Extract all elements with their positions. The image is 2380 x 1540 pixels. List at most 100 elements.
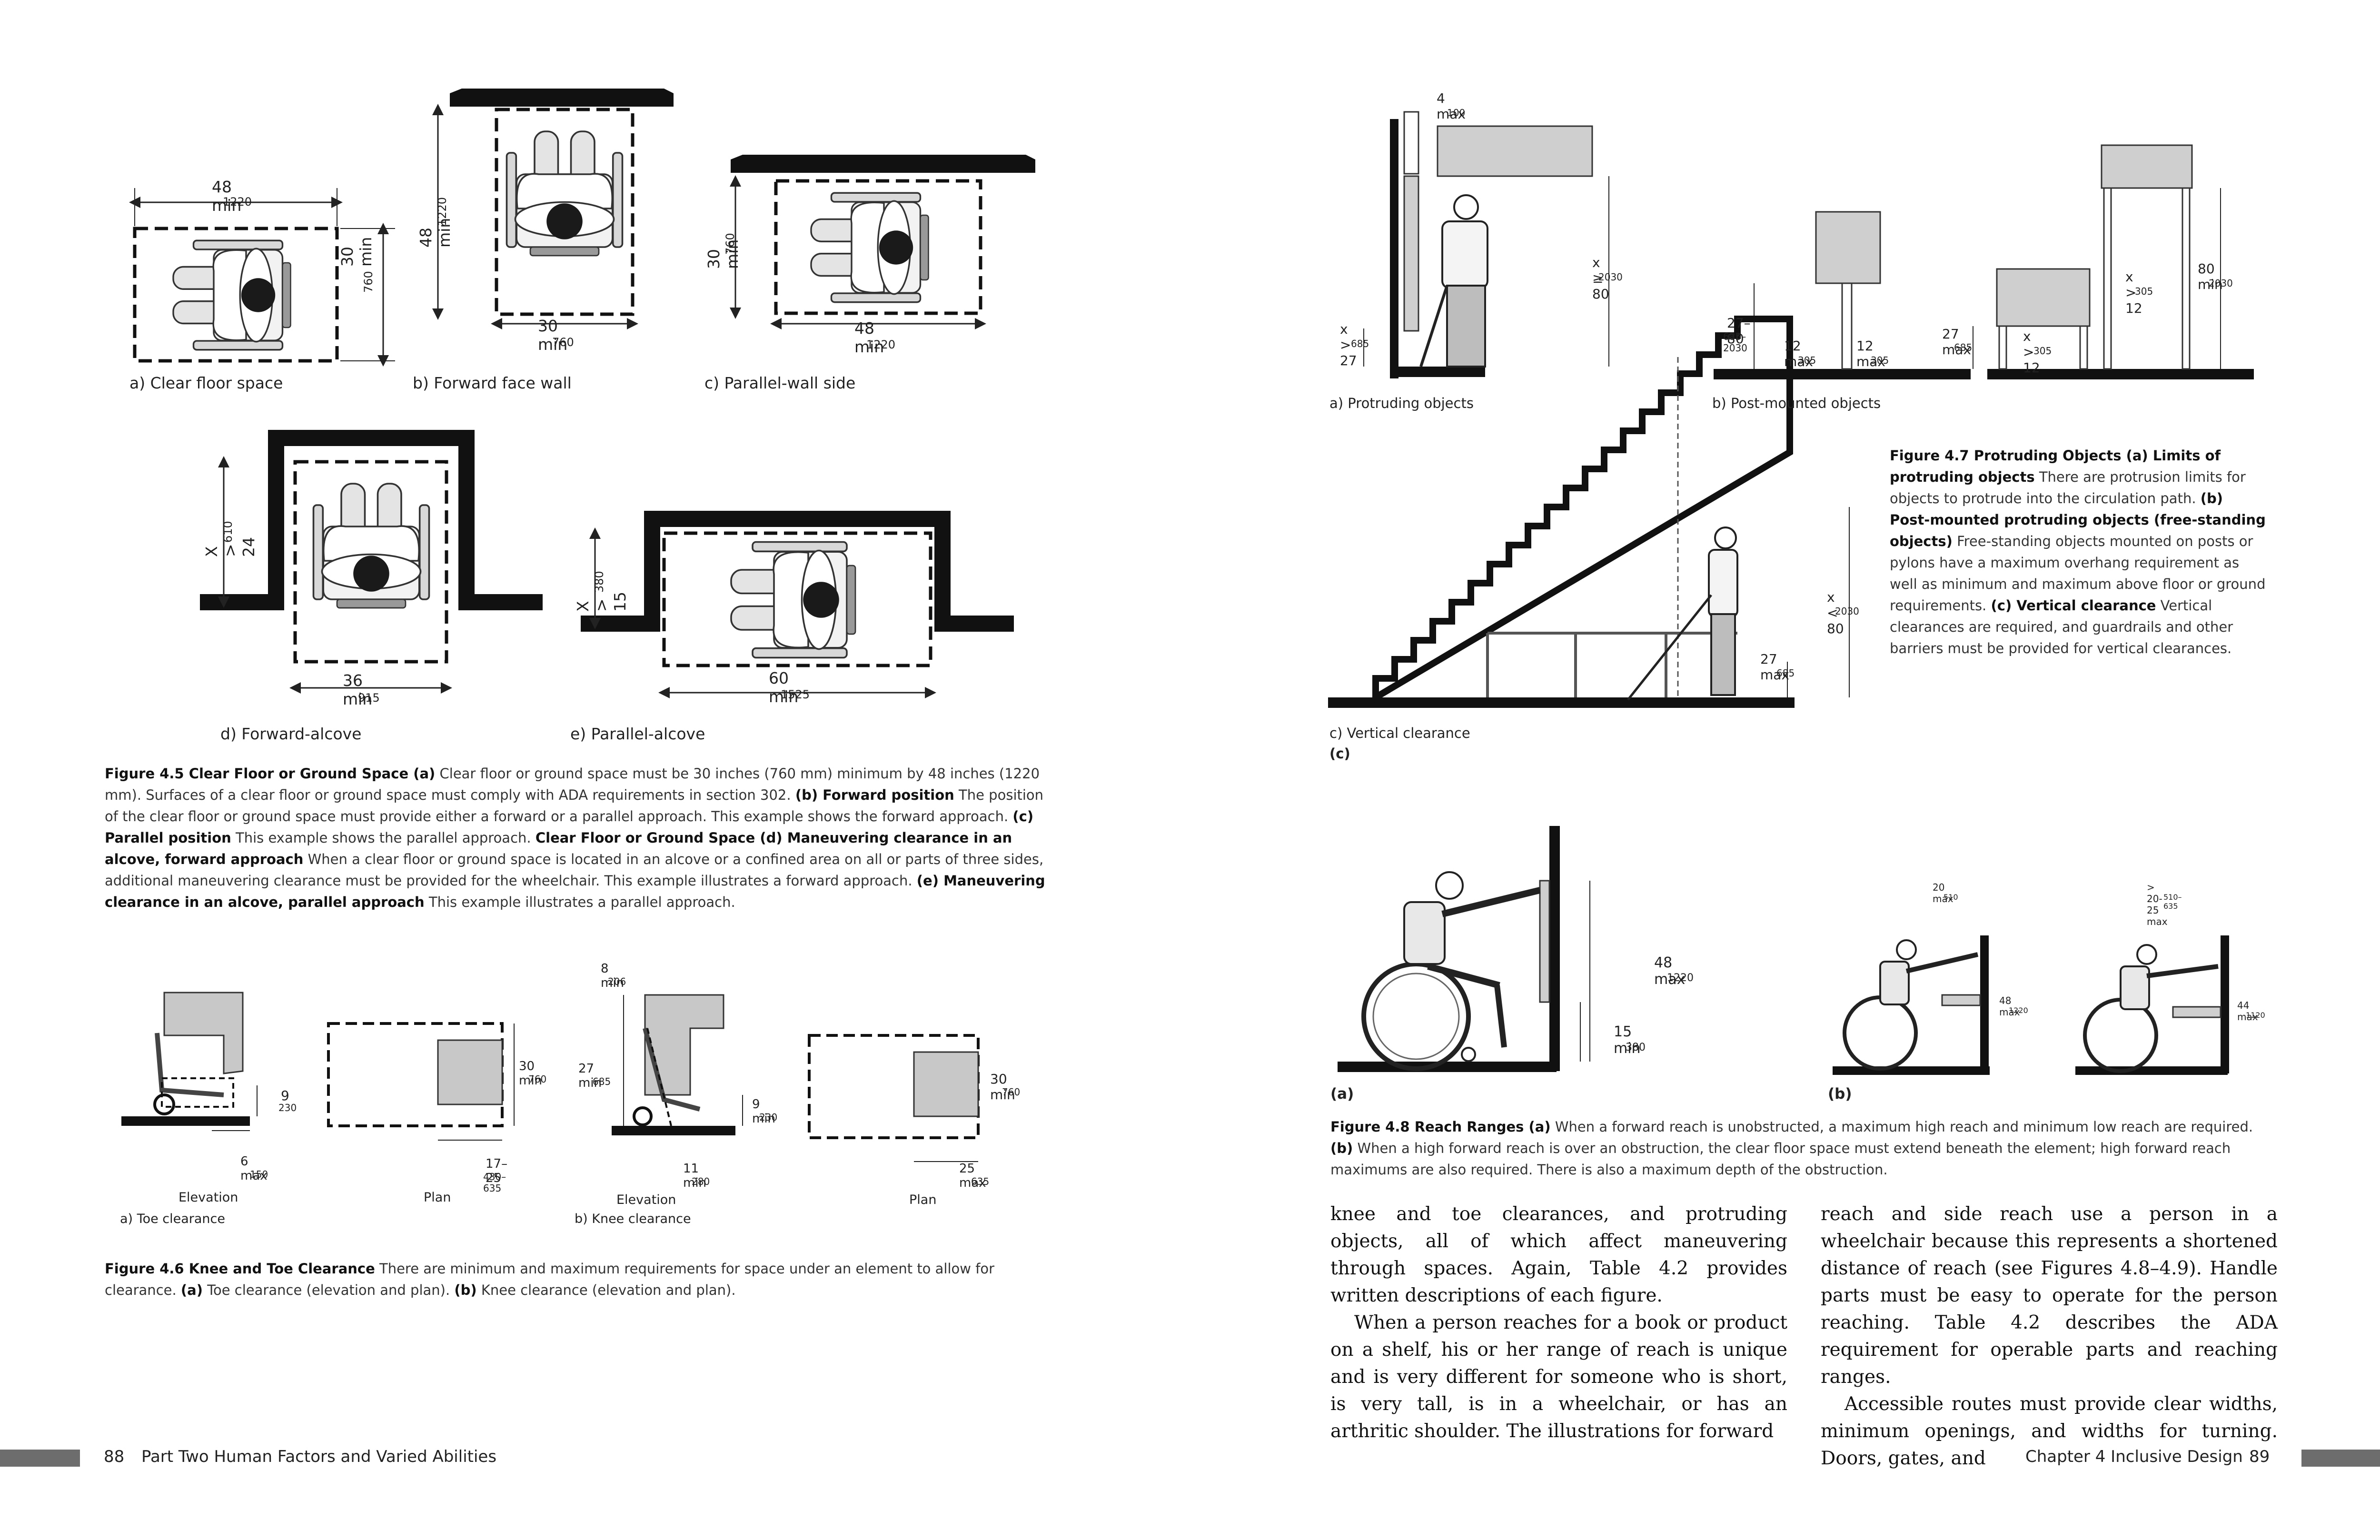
fig45-caption-c: (c) Parallel position [105, 808, 1034, 846]
fig47-sub-a: a) Protruding objects [1329, 395, 1474, 411]
left-page-figures [121, 89, 1035, 1162]
fig47-caption-b: (b) Post-mounted protruding objects (fre… [1890, 490, 2266, 549]
fig45e-diagram [581, 511, 1014, 698]
body-col2-para-2: Accessible routes must provide clear wid… [1821, 1393, 2278, 1469]
dim-a-h: 30 min [338, 237, 375, 267]
fig48-caption-title: Figure 4.8 Reach Ranges (a) [1330, 1119, 1551, 1135]
fig46-plan-a: Plan [424, 1190, 451, 1205]
left-running-head: Part Two Human Factors and Varied Abilit… [141, 1447, 497, 1466]
dim-toe-9: 9 [281, 1088, 289, 1103]
dim-toe-6: 6 max [240, 1154, 268, 1183]
fig45-sub-c: c) Parallel-wall side [704, 374, 856, 392]
dim-vc80-mm: 2030 [1835, 606, 1859, 617]
left-page-number: 88 [104, 1447, 125, 1466]
fig47-sub-c-label: (c) [1329, 745, 1350, 762]
fig45-sub-b: b) Forward face wall [413, 374, 572, 392]
dim-k11-mm: 280 [692, 1176, 710, 1187]
fig45-caption-text-2: The position of the clear floor or groun… [105, 787, 1044, 825]
body-col2-para-1: reach and side reach use a person in a w… [1821, 1203, 2278, 1388]
fig45-sub-d: d) Forward-alcove [220, 725, 362, 743]
fig45b-diagram [432, 89, 674, 329]
fig47-caption: Figure 4.7 Protruding Objects (a) Limits… [1890, 445, 2266, 659]
fig46b-plan [808, 1034, 980, 1162]
dim-k8: 8 min [601, 962, 625, 990]
dim-k25: 25 max [959, 1162, 986, 1190]
right-page-number: 89 [2249, 1447, 2270, 1466]
dim-d-w-mm: 915 [358, 691, 380, 705]
dim-k9: 9 min [752, 1097, 776, 1126]
dim-k27-mm: 685 [593, 1076, 611, 1087]
dim-b-h-mm: 1220 [436, 197, 449, 226]
dim-pm27: 27–80 [1727, 315, 1751, 347]
dim-k27: 27 min [578, 1062, 602, 1090]
fig46-plan-b: Plan [909, 1192, 937, 1207]
fig46-caption-title: Figure 4.6 Knee and Toe Clearance [105, 1261, 375, 1277]
dim-e-w: 60 min [769, 669, 799, 706]
dim-e-h: X > 15 [574, 592, 629, 612]
dim-r17: 17–25 [486, 1157, 508, 1185]
left-folio-bar [0, 1450, 80, 1467]
dim-x27-mm: 685 [1351, 338, 1369, 349]
dim-k8-mm: 206 [608, 976, 626, 987]
dim-e-w-mm: 1525 [781, 688, 810, 701]
dim-k25-mm: 635 [971, 1176, 990, 1187]
right-folio-bar [2301, 1450, 2380, 1467]
fig45d-diagram [200, 430, 543, 694]
fig45-caption-title: Figure 4.5 Clear Floor or Ground Space (… [105, 765, 436, 782]
fig48b-diagram [1833, 935, 2229, 1075]
fig46-sub-b: b) Knee clearance [575, 1212, 691, 1226]
dim-pm27-mm: 685–2030 [1723, 331, 1747, 354]
dim-pm12b: 12 max [1856, 338, 1886, 369]
dim-h48: 48 max [1654, 954, 1686, 988]
dim-d-w: 36 min [343, 671, 373, 708]
dim-pm80-mm: 2030 [2209, 278, 2233, 289]
dim-vc27-mm: 685 [1776, 667, 1795, 679]
dim-c-w-mm: 1220 [866, 338, 896, 351]
fig47-caption-c: (c) Vertical clearance [1991, 597, 2156, 614]
fig47c-diagram [1328, 316, 1850, 708]
fig45-caption-b: (b) Forward position [795, 787, 954, 803]
dim-toe-6-mm: 150 [250, 1169, 268, 1180]
dim-vc27: 27 max [1760, 651, 1790, 683]
dim-a-w: 48 min [212, 178, 242, 215]
dim-b-w-mm: 760 [552, 336, 574, 349]
dim-c-h-mm: 760 [724, 233, 737, 255]
fig47-caption-text-2: Free-standing objects mounted on posts o… [1890, 533, 2266, 614]
dim-b48-mm: 1220 [2009, 1006, 2028, 1015]
body-column-2: reach and side reach use a person in a w… [1821, 1201, 2278, 1472]
fig48-caption: Figure 4.8 Reach Ranges (a) When a forwa… [1330, 1116, 2275, 1181]
dim-b20: 20 max [1933, 882, 1954, 904]
dim-p4: 4 max [1437, 90, 1466, 122]
dim-b-w: 30 min [538, 317, 568, 354]
dim-pmx12a: x > 12 [2023, 328, 2040, 376]
dim-x27: x > 27 [1340, 321, 1357, 368]
fig45-caption-text-4: When a clear floor or ground space is lo… [105, 851, 1044, 889]
fig45-caption-d: Clear Floor or Ground Space (d) Maneuver… [105, 830, 1012, 867]
fig46b-elevation [612, 994, 743, 1135]
dim-k9-mm: 230 [759, 1112, 778, 1123]
fig47-caption-title: Figure 4.7 Protruding Objects (a) Limits… [1890, 447, 2221, 485]
fig45-caption: Figure 4.5 Clear Floor or Ground Space (… [105, 763, 1057, 913]
fig45c-diagram [730, 155, 1035, 329]
dim-b48: 48 max [1999, 995, 2020, 1018]
fig46-elevation-a: Elevation [178, 1190, 238, 1205]
dim-h15-mm: 380 [1626, 1042, 1646, 1053]
dim-p4-mm: 100 [1447, 107, 1466, 119]
dim-pm80: 80 min [2198, 261, 2223, 292]
right-running-head: Chapter 4 Inclusive Design [2025, 1447, 2243, 1466]
dim-plan-30: 30 min [519, 1059, 543, 1088]
dim-a-h-mm: 760 [362, 271, 375, 293]
fig46-caption-a: (a) [180, 1282, 203, 1298]
dim-pm27max: 27 max [1942, 326, 1972, 358]
dim-pmx12a-mm: 305 [2033, 345, 2052, 357]
fig45-sub-a: a) Clear floor space [129, 374, 283, 392]
fig48-caption-text-1: When a forward reach is unobstructed, a … [1550, 1119, 2253, 1135]
dim-pm12a-mm: 305 [1798, 355, 1816, 366]
dim-pm12a: 12 max [1784, 338, 1814, 369]
dim-c-w: 48 min [854, 319, 884, 356]
dim-k11: 11 min [683, 1162, 707, 1190]
fig45-caption-text-5: This example illustrates a parallel appr… [424, 894, 735, 910]
fig46-elevation-b: Elevation [616, 1192, 676, 1207]
fig48a-diagram [1338, 826, 1590, 1072]
dim-b2025-mm: 510–635 [2163, 893, 2182, 911]
